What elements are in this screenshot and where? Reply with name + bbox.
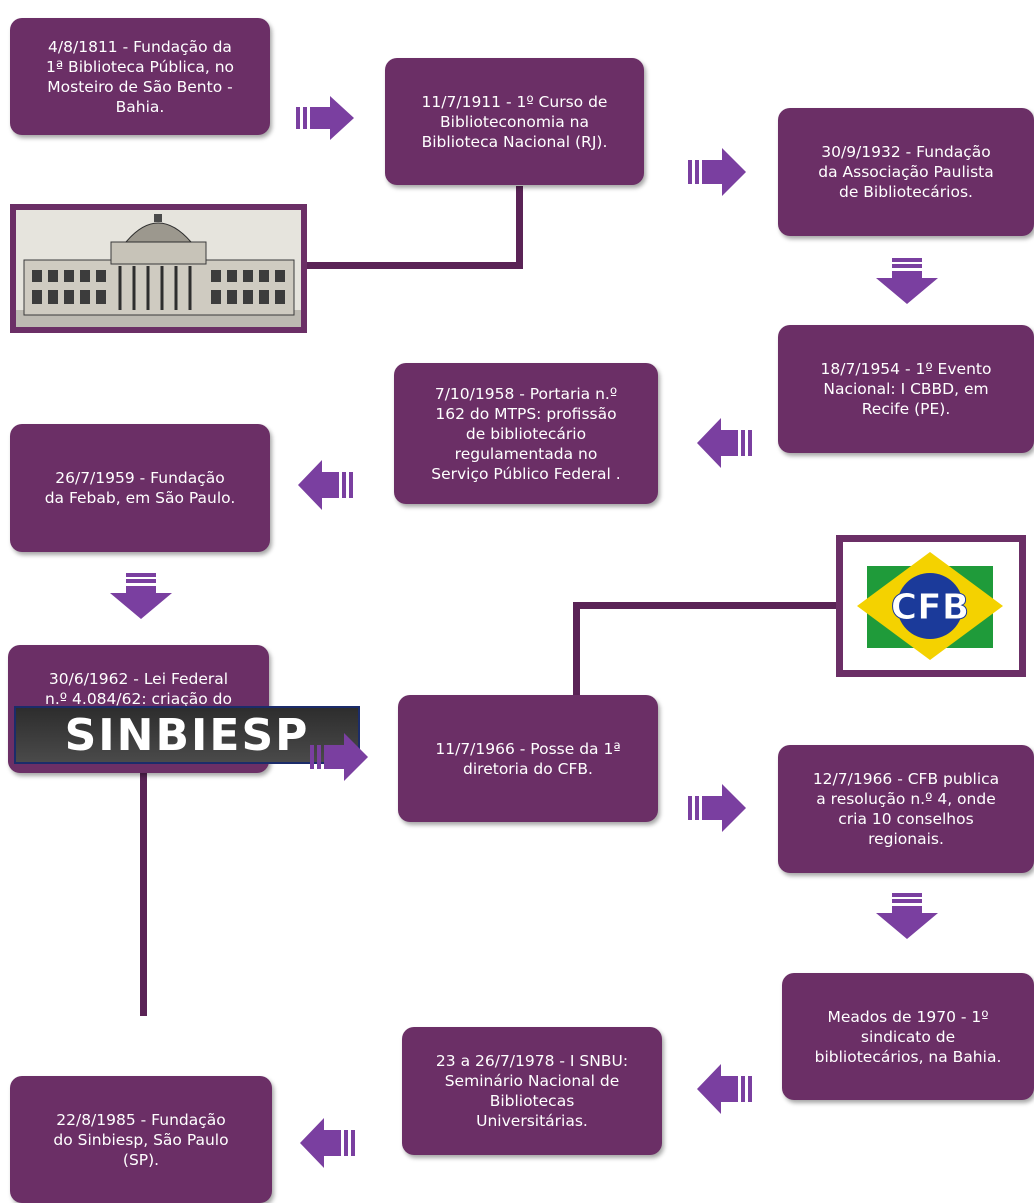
arrow-left-icon	[697, 418, 752, 468]
event-box-1958: 7/10/1958 - Portaria n.º 162 do MTPS: pr…	[394, 363, 658, 504]
biblioteca-nacional-image	[16, 210, 301, 327]
event-text-1911: 11/7/1911 - 1º Curso de Biblioteconomia …	[421, 92, 608, 151]
event-text-1959: 26/7/1959 - Fundação da Febab, em São Pa…	[44, 469, 236, 507]
event-box-1978: 23 a 26/7/1978 - I SNBU: Seminário Nacio…	[402, 1027, 662, 1155]
arrow-down-icon	[110, 573, 172, 619]
event-text-1958: 7/10/1958 - Portaria n.º 162 do MTPS: pr…	[431, 384, 621, 483]
event-box-1970: Meados de 1970 - 1º sindicato de bibliot…	[782, 973, 1034, 1100]
logo-frame-cfb: CFB	[836, 535, 1026, 677]
event-text-1966-resolucao: 12/7/1966 - CFB publica a resolução n.º …	[812, 770, 1000, 848]
connector-e8-cfb-v	[573, 602, 580, 698]
logo-sinbiesp-text: SINBIESP	[64, 709, 310, 761]
arrow-left-icon	[300, 1118, 355, 1168]
event-text-1966-posse: 11/7/1966 - Posse da 1ª diretoria do CFB…	[435, 739, 621, 778]
connector-e12-sinbiesp	[140, 760, 147, 1016]
arrow-down-icon	[876, 258, 938, 304]
event-box-1811: 4/8/1811 - Fundação da 1ª Biblioteca Púb…	[10, 18, 270, 135]
photo-frame-biblioteca	[10, 204, 307, 333]
event-box-1911: 11/7/1911 - 1º Curso de Biblioteconomia …	[385, 58, 644, 185]
cfb-logo-text: CFB	[891, 587, 969, 628]
arrow-down-icon	[876, 893, 938, 939]
arrow-left-icon	[697, 1064, 752, 1114]
event-box-1954: 18/7/1954 - 1º Evento Nacional: I CBBD, …	[778, 325, 1034, 453]
event-box-1959: 26/7/1959 - Fundação da Febab, em São Pa…	[10, 424, 270, 552]
cfb-logo: CFB	[843, 542, 1019, 670]
event-text-1970: Meados de 1970 - 1º sindicato de bibliot…	[814, 1007, 1002, 1066]
event-text-1985: 22/8/1985 - Fundação do Sinbiesp, São Pa…	[53, 1110, 229, 1169]
arrow-right-icon	[310, 733, 368, 781]
arrow-right-icon	[296, 96, 354, 140]
arrow-left-icon	[298, 460, 353, 510]
arrow-right-icon	[688, 148, 746, 196]
event-text-1978: 23 a 26/7/1978 - I SNBU: Seminário Nacio…	[435, 1052, 629, 1130]
event-box-1966-posse: 11/7/1966 - Posse da 1ª diretoria do CFB…	[398, 695, 658, 822]
connector-e2-photo-v	[516, 186, 523, 269]
event-box-1966-resolucao: 12/7/1966 - CFB publica a resolução n.º …	[778, 745, 1034, 873]
connector-e2-photo-h	[306, 262, 523, 269]
arrow-right-icon	[688, 784, 746, 832]
event-text-1954: 18/7/1954 - 1º Evento Nacional: I CBBD, …	[820, 360, 992, 418]
event-box-1932: 30/9/1932 - Fundação da Associação Pauli…	[778, 108, 1034, 236]
event-box-1985: 22/8/1985 - Fundação do Sinbiesp, São Pa…	[10, 1076, 272, 1203]
connector-e8-cfb-h	[573, 602, 838, 609]
logo-sinbiesp: SINBIESP	[14, 706, 360, 764]
event-text-1811: 4/8/1811 - Fundação da 1ª Biblioteca Púb…	[45, 37, 235, 116]
event-text-1932: 30/9/1932 - Fundação da Associação Pauli…	[818, 143, 994, 201]
